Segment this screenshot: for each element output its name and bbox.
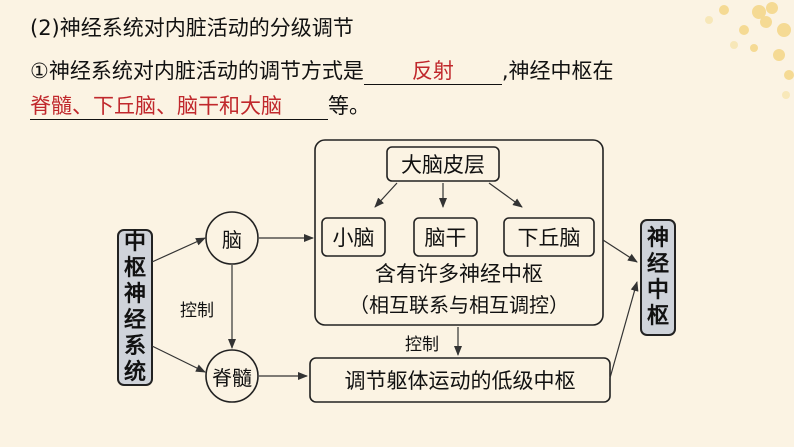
arrow-group-to-center xyxy=(602,239,638,263)
low-level-center-box xyxy=(309,357,611,403)
statement-line-2: 脊髓、下丘脑、脑干和大脑等。 xyxy=(30,90,370,120)
statement-line-1: ①神经系统对内脏活动的调节方式是反射,神经中枢在 xyxy=(30,55,614,85)
hypothalamus-label: 下丘脑 xyxy=(517,226,581,250)
brain-circle xyxy=(205,211,259,265)
nervous-center-box xyxy=(640,219,676,336)
nervous-center-label: 神经中枢 xyxy=(646,225,669,329)
hypothalamus-box xyxy=(503,217,595,257)
brainstem-box xyxy=(413,217,478,257)
spinal-cord-label: 脊髓 xyxy=(212,365,252,390)
control-label-left: 控制 xyxy=(180,300,214,321)
spinal-cord-circle xyxy=(205,349,259,403)
cerebral-cortex-box xyxy=(386,146,500,182)
decorative-flowers-icon xyxy=(705,2,794,99)
arrow-cns-to-brain xyxy=(151,237,206,263)
central-nervous-system-label: 中枢神经系统 xyxy=(123,229,146,385)
answer-blank-2: 脊髓、下丘脑、脑干和大脑 xyxy=(30,93,328,120)
arrow-low-to-center xyxy=(609,281,639,379)
brainstem-label: 脑干 xyxy=(424,226,467,250)
central-nervous-system-box xyxy=(117,229,153,386)
cerebellum-box xyxy=(321,217,386,257)
many-centers-label: 含有许多神经中枢 xyxy=(375,262,543,286)
cerebral-cortex-label: 大脑皮层 xyxy=(401,153,485,177)
arrow-cns-to-spinal xyxy=(151,345,206,373)
control-label-right: 控制 xyxy=(405,334,439,355)
statement-middle: ,神经中枢在 xyxy=(501,59,614,83)
arrow-cortex-to-hypothalamus xyxy=(488,182,523,208)
interaction-label: （相互联系与相互调控） xyxy=(349,292,569,317)
low-level-center-label: 调节躯体运动的低级中枢 xyxy=(344,369,576,393)
answer-blank-1: 反射 xyxy=(363,58,502,85)
brain-label: 脑 xyxy=(222,227,242,252)
section-heading: (2)神经系统对内脏活动的分级调节 xyxy=(30,16,354,40)
arrow-cortex-to-cerebellum xyxy=(374,182,398,208)
brain-regions-group-box xyxy=(314,139,604,326)
statement-prefix: ①神经系统对内脏活动的调节方式是 xyxy=(30,59,364,83)
cerebellum-label: 小脑 xyxy=(332,226,375,250)
statement-suffix: 等。 xyxy=(328,94,370,118)
